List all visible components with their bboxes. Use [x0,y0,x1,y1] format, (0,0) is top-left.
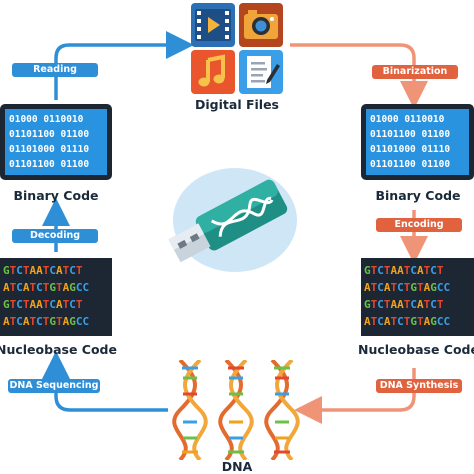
step-encoding: Encoding [376,218,462,232]
nucleobase-row: GTCTAATCATCT [364,264,444,277]
nucleobase-row: GTCTAATCATCT [3,298,83,311]
step-dna-synthesis: DNA Synthesis [376,379,462,393]
binary-row: 01101100 01100 [9,129,90,140]
binary-row: 01101000 01110 [370,144,451,155]
nucleobase-code-box-right: GTCTAATCATCT ATCATCTGTAGCC GTCTAATCATCT … [361,258,474,336]
binary-code-label-left: Binary Code [13,188,99,203]
dna-helix-icon [218,360,254,460]
nucleobase-row: ATCATCTGTAGCC [364,315,451,328]
step-reading: Reading [12,63,98,77]
nucleobase-row: GTCTAATCATCT [364,298,444,311]
binary-row: 01000 0110010 [370,114,445,125]
binary-code-label-right: Binary Code [375,188,461,203]
binary-code-monitor-right: 01000 0110010 01101100 01100 01101000 01… [361,104,474,180]
step-binarization: Binarization [372,65,458,79]
photo-camera-icon [239,3,283,47]
binary-code-monitor-left: 01000 0110010 01101100 01100 01101000 01… [0,104,112,180]
step-decoding: Decoding [12,229,98,243]
nucleobase-row: ATCATCTGTAGCC [3,315,90,328]
binary-row: 01101100 01100 [370,129,451,140]
binary-row: 01101100 01100 [370,159,451,170]
binary-screen-left: 01000 0110010 01101100 01100 01101000 01… [5,109,107,175]
binary-screen-right: 01000 0110010 01101100 01100 01101000 01… [366,109,469,175]
arrow-dna-synthesis [294,368,416,424]
nucleobase-row: ATCATCTGTAGCC [3,281,90,294]
arrow-reading [54,31,194,100]
step-dna-sequencing: DNA Sequencing [8,379,100,393]
dna-helix-icon [264,360,300,460]
arrow-dna-sequencing [42,351,168,412]
arrow-binarization [290,43,428,109]
dna-label: DNA [221,459,253,474]
usb-drive-icon [168,168,297,272]
dna-helix-icon [172,360,208,460]
binary-row: 01000 0110010 [9,114,84,125]
music-note-icon [191,50,235,94]
video-file-icon [191,3,235,47]
digital-files-label: Digital Files [195,97,279,112]
nucleobase-code-label-left: Nucleobase Code [0,342,117,357]
nucleobase-code-label-right: Nucleobase Code [358,342,474,357]
nucleobase-row: GTCTAATCATCT [3,264,83,277]
document-icon [239,50,283,94]
nucleobase-row: ATCATCTGTAGCC [364,281,451,294]
nucleobase-code-box-left: GTCTAATCATCT ATCATCTGTAGCC GTCTAATCATCT … [0,258,112,336]
binary-row: 01101100 01100 [9,159,90,170]
binary-row: 01101000 01110 [9,144,90,155]
dna-helices [172,360,300,460]
